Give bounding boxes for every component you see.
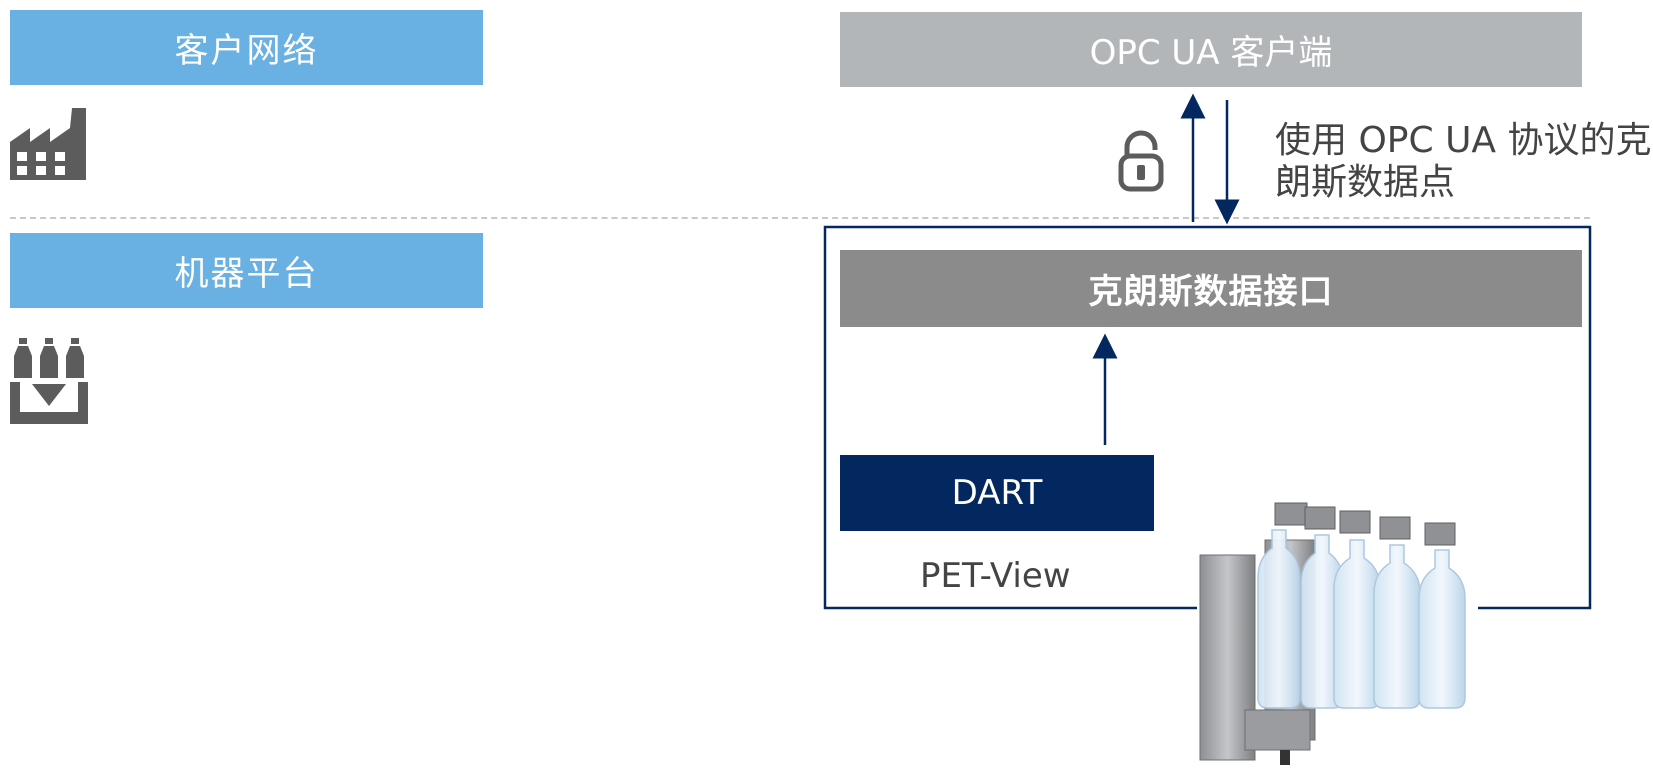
connection-note: 使用 OPC UA 协议的克 朗斯数据点: [1275, 120, 1653, 204]
pet-view-machine-image: [1199, 502, 1466, 765]
connection-note-line1: 使用 OPC UA 协议的克: [1275, 120, 1652, 161]
padlock-icon: [1118, 130, 1164, 192]
machine-platform-label: 机器平台: [10, 233, 483, 308]
krones-data-interface-box: 克朗斯数据接口: [840, 250, 1582, 327]
factory-icon: [10, 108, 86, 180]
network-separator: [10, 217, 1590, 219]
opc-ua-client-box: OPC UA 客户端: [840, 12, 1582, 87]
bottle-packaging-icon: [10, 338, 88, 424]
connection-note-line2: 朗斯数据点: [1275, 162, 1456, 203]
pet-view-label: PET-View: [920, 556, 1071, 596]
dart-box: DART: [840, 455, 1154, 531]
customer-network-label: 客户网络: [10, 10, 483, 85]
